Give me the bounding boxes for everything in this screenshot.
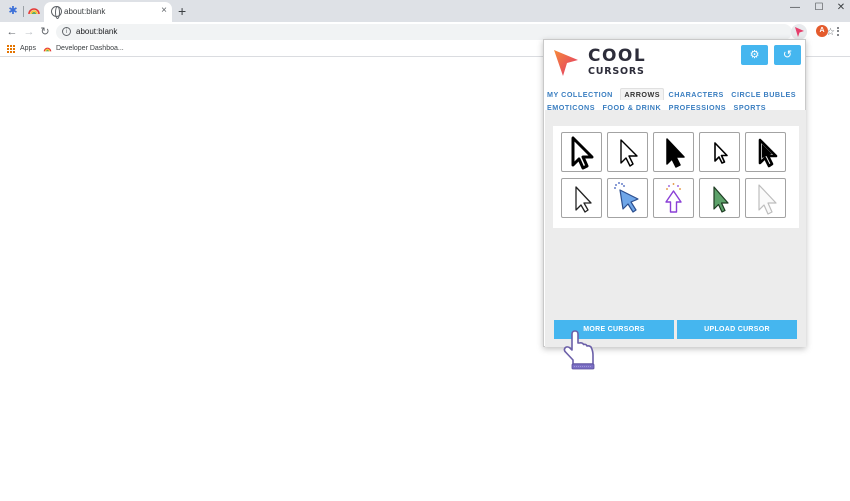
cool-cursors-logo-icon <box>554 50 578 76</box>
arrow-cursor-icon <box>758 138 778 168</box>
close-tab-icon[interactable]: × <box>161 5 167 16</box>
category-emoticons[interactable]: EMOTICONS <box>547 103 596 112</box>
upload-cursor-button[interactable]: UPLOAD CURSOR <box>677 320 797 339</box>
browser-toolbar: ← → ↻ i about:blank ☆ <box>0 22 850 42</box>
tab-strip: ✱ about:blank × + — ☐ ✕ <box>0 0 850 22</box>
cursor-cell-thin-outline-arrow[interactable] <box>607 132 648 172</box>
cursor-grid <box>553 126 799 228</box>
more-cursors-button[interactable]: MORE CURSORS <box>554 320 674 339</box>
cursor-cell-white-arrow[interactable] <box>561 178 602 218</box>
category-circle-bubles[interactable]: CIRCLE BUBLES <box>731 90 797 99</box>
maximize-button[interactable]: ☐ <box>814 2 824 13</box>
cool-cursors-popup: COOL CURSORS ⚙ ↺ MY COLLECTION ARROWS CH… <box>543 39 806 347</box>
arrow-cursor-icon <box>620 139 638 167</box>
url-text[interactable]: about:blank <box>76 27 118 36</box>
cursor-cell-solid-black-arrow[interactable] <box>653 132 694 172</box>
undo-icon: ↺ <box>782 49 793 61</box>
cursor-cell-small-outline-arrow[interactable] <box>699 132 740 172</box>
cursor-panel: MORE CURSORS UPLOAD CURSOR <box>545 110 806 347</box>
address-bar[interactable]: i about:blank ☆ <box>56 24 835 40</box>
category-professions[interactable]: PROFESSIONS <box>668 103 727 112</box>
category-characters[interactable]: CHARACTERS <box>668 90 724 99</box>
cool-cursors-extension-button[interactable] <box>791 24 807 40</box>
settings-button[interactable]: ⚙ <box>741 45 768 65</box>
logo-text-cursors: CURSORS <box>588 66 645 77</box>
logo-text-cool: COOL <box>588 46 647 66</box>
arrow-cursor-icon <box>758 184 777 215</box>
reset-cursor-button[interactable]: ↺ <box>774 45 801 65</box>
cursor-cell-light-grey-arrow[interactable] <box>745 178 786 218</box>
arrow-cursor-icon <box>666 138 685 168</box>
tab-separator <box>23 6 24 17</box>
forward-arrow-icon[interactable]: → <box>23 26 35 38</box>
bookmark-developer-dashboard[interactable]: Developer Dashboa... <box>56 45 124 52</box>
arrow-cursor-icon <box>575 186 592 213</box>
cursor-cell-black-outline-arrow-large[interactable] <box>561 132 602 172</box>
tab-about-blank[interactable]: about:blank × <box>44 2 172 22</box>
cursor-cell-purple-up-arrow[interactable] <box>653 178 694 218</box>
arrow-cursor-icon <box>714 142 728 164</box>
arrow-cursor-icon <box>571 136 594 170</box>
close-window-button[interactable]: ✕ <box>836 2 846 13</box>
hand-pointer-cursor-icon <box>563 330 595 370</box>
apps-grid-icon[interactable] <box>7 45 15 53</box>
cursor-cell-bold-black-arrow[interactable] <box>745 132 786 172</box>
category-food-drink[interactable]: FOOD & DRINK <box>602 103 662 112</box>
cursor-cell-blue-sparkle-arrow[interactable] <box>607 178 648 218</box>
category-my-collection[interactable]: MY COLLECTION <box>547 90 613 99</box>
cursor-cell-green-arrow[interactable] <box>699 178 740 218</box>
category-row-1: MY COLLECTION ARROWS CHARACTERS CIRCLE B… <box>547 84 805 100</box>
pinned-tab[interactable] <box>27 4 41 18</box>
up-arrow-cursor-icon <box>665 183 682 213</box>
minimize-button[interactable]: — <box>790 2 800 13</box>
category-nav: MY COLLECTION ARROWS CHARACTERS CIRCLE B… <box>547 84 805 112</box>
cursor-logo-icon <box>795 27 804 37</box>
rainbow-favicon-icon <box>43 47 52 52</box>
tab-title: about:blank <box>64 7 106 16</box>
kebab-menu-icon[interactable] <box>836 25 840 37</box>
category-sports[interactable]: SPORTS <box>733 103 767 112</box>
category-row-2: EMOTICONS FOOD & DRINK PROFESSIONS SPORT… <box>547 97 805 112</box>
info-icon[interactable]: i <box>62 27 71 36</box>
profile-avatar[interactable]: A <box>816 25 828 37</box>
sparkle-arrow-cursor-icon <box>614 182 639 213</box>
globe-icon <box>51 6 62 19</box>
arrow-cursor-icon <box>713 186 729 213</box>
rainbow-favicon-icon <box>28 8 40 15</box>
bookmark-apps[interactable]: Apps <box>20 45 36 52</box>
new-tab-button[interactable]: + <box>178 3 187 19</box>
reload-icon[interactable]: ↻ <box>40 26 50 38</box>
gears-icon: ⚙ <box>749 49 760 61</box>
bookmark-star-icon[interactable]: ☆ <box>826 27 835 38</box>
puzzle-icon[interactable]: ✱ <box>8 5 18 17</box>
back-arrow-icon[interactable]: ← <box>6 26 18 38</box>
